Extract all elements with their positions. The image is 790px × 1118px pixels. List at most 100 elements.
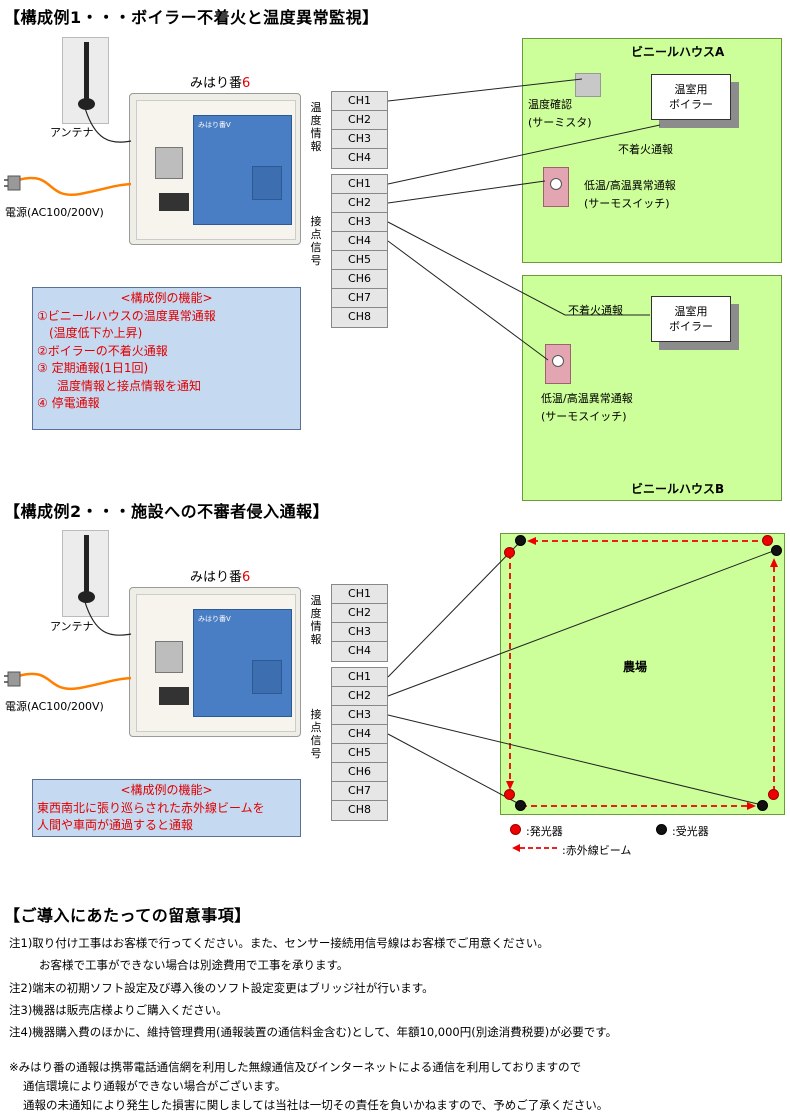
device-title-text: みはり番 — [190, 570, 243, 585]
example1-functions-box: <構成例の機能>①ビニールハウスの温度異常通報(温度低下か上昇)②ボイラーの不着… — [32, 287, 301, 430]
functions-title: <構成例の機能> — [120, 291, 213, 305]
functions-title: <構成例の機能> — [120, 783, 213, 797]
channel-cell: CH2 — [332, 687, 387, 706]
legend-beam-icon — [512, 844, 560, 852]
channel-cell: CH5 — [332, 251, 387, 270]
farm-label: 農場 — [623, 660, 648, 674]
channel-cell: CH4 — [348, 644, 371, 657]
boiler-label-line2: ボイラー — [669, 98, 713, 111]
receiver-icon — [515, 800, 526, 811]
misfire-label: 不着火通報 — [568, 304, 623, 317]
group-label-char: 報 — [310, 633, 322, 646]
device-title-number: 6 — [242, 76, 251, 91]
example1-heading: 【構成例1・・・ボイラー不着火と温度異常監視】 — [4, 8, 379, 27]
group-label-char: 度 — [310, 607, 322, 620]
functions-line: ①ビニールハウスの温度異常通報 — [37, 308, 216, 323]
thermistor-sublabel: (サーミスタ) — [528, 116, 592, 129]
device-photo: みはり番Ⅴ — [129, 93, 301, 245]
device-title: みはり番6 — [190, 566, 250, 585]
antenna-photo — [62, 37, 109, 124]
group-label-char: 号 — [310, 254, 322, 267]
antenna-label: アンテナ — [50, 126, 94, 139]
group-label-char: 情 — [310, 620, 322, 633]
legend-receiver-label: :受光器 — [672, 825, 709, 838]
functions-line: ④ 停電通報 — [37, 396, 100, 410]
example2-temperature-group-label: 温度情報 — [310, 594, 322, 646]
channel-cell: CH8 — [348, 803, 371, 816]
notes-heading: 【ご導入にあたっての留意事項】 — [4, 906, 251, 925]
group-label-char: 情 — [310, 127, 322, 140]
functions-line: 温度情報と接点情報を通知 — [57, 378, 202, 393]
channel-cell: CH3 — [332, 213, 387, 232]
functions-line: (温度低下か上昇) — [49, 326, 143, 340]
thermistor-icon — [575, 73, 601, 97]
antenna-rod-icon — [84, 535, 89, 595]
legend-receiver-icon — [656, 824, 667, 835]
example1-contact-group-label: 接点信号 — [310, 215, 322, 267]
boiler-label-line1: 温室用 — [674, 83, 708, 96]
device-photo: みはり番Ⅴ — [129, 587, 301, 737]
device-panel: みはり番Ⅴ — [136, 100, 296, 240]
plug-icon — [7, 175, 21, 191]
channel-cell: CH2 — [332, 604, 387, 623]
receiver-icon — [757, 800, 768, 811]
beam-arrow-icon — [770, 558, 778, 567]
legend-emitter-label: :発光器 — [526, 825, 563, 838]
group-label-char: 温 — [310, 101, 322, 114]
line-ch3-boiler-b — [387, 221, 650, 316]
channel-cell: CH6 — [332, 763, 387, 782]
note-4: 注4)機器購入費のほかに、維持管理費用(通報装置の通信料金含む)として、年額10… — [9, 1025, 618, 1039]
greenhouse-a: ビニールハウスA 温室用 ボイラー 温度確認 (サーミスタ) 不着火通報 低温/… — [522, 38, 782, 263]
group-label-char: 温 — [310, 594, 322, 607]
disclaimer-line1: ※みはり番の通報は携帯電話通信網を利用した無線通信及びインターネットによる通信を… — [9, 1060, 582, 1074]
transformer-icon — [155, 641, 183, 673]
line-ch4-sw-receiver — [387, 733, 522, 806]
thermoswitch-sublabel: (サーモスイッチ) — [541, 410, 627, 423]
beam-arrow-icon — [506, 781, 514, 790]
receiver-icon — [515, 535, 526, 546]
channel-cell: CH4 — [348, 151, 371, 164]
boiler-label-line1: 温室用 — [674, 305, 708, 318]
power-label: 電源(AC100/200V) — [5, 700, 104, 713]
device-unit-label: みはり番Ⅴ — [198, 615, 231, 623]
example2-contact-group-label: 接点信号 — [310, 708, 322, 760]
misfire-label: 不着火通報 — [618, 143, 673, 156]
channel-cell: CH7 — [332, 782, 387, 801]
channel-cell: CH5 — [332, 744, 387, 763]
farm-area: 農場 — [500, 533, 785, 815]
device-blue-unit: みはり番Ⅴ — [193, 115, 292, 225]
group-label-char: 信 — [310, 734, 322, 747]
channel-cell: CH6 — [332, 270, 387, 289]
power-cable — [17, 672, 132, 691]
greenhouse-b-title: ビニールハウスB — [631, 482, 725, 496]
antenna-cable — [84, 601, 132, 636]
thermoswitch-icon — [545, 344, 571, 384]
channel-cell: CH3 — [332, 706, 387, 725]
functions-line: 人間や車両が通過すると通報 — [37, 818, 194, 832]
terminal-block-icon — [159, 193, 189, 211]
power-label: 電源(AC100/200V) — [5, 206, 104, 219]
group-label-char: 信 — [310, 241, 322, 254]
functions-line: 東西南北に張り巡らされた赤外線ビームを — [37, 800, 265, 815]
group-label-char: 接 — [310, 708, 322, 721]
device-panel: みはり番Ⅴ — [136, 594, 296, 732]
legend-emitter-icon — [510, 824, 521, 835]
beam-arrow-icon — [527, 537, 536, 545]
beam-arrow-icon — [747, 802, 756, 810]
group-label-char: 点 — [310, 721, 322, 734]
greenhouse-b: 温室用 ボイラー 不着火通報 低温/高温異常通報 (サーモスイッチ) ビニールハ… — [522, 275, 782, 501]
line-ch1-nw-receiver — [387, 540, 522, 678]
channel-cell: CH7 — [332, 289, 387, 308]
channel-cell: CH1 — [332, 175, 387, 194]
greenhouse-b-boiler: 温室用 ボイラー — [651, 296, 731, 342]
note-3: 注3)機器は販売店様よりご購入ください。 — [9, 1003, 228, 1017]
note-2: 注2)端末の初期ソフト設定及び導入後のソフト設定変更はブリッジ社が行います。 — [9, 981, 434, 995]
channel-cell: CH4 — [332, 232, 387, 251]
antenna-base-icon — [78, 98, 95, 110]
antenna-label: アンテナ — [50, 620, 94, 633]
device-unit-cover — [252, 166, 282, 200]
channel-cell: CH3 — [332, 623, 387, 642]
thermoswitch-label: 低温/高温異常通報 — [584, 179, 676, 192]
